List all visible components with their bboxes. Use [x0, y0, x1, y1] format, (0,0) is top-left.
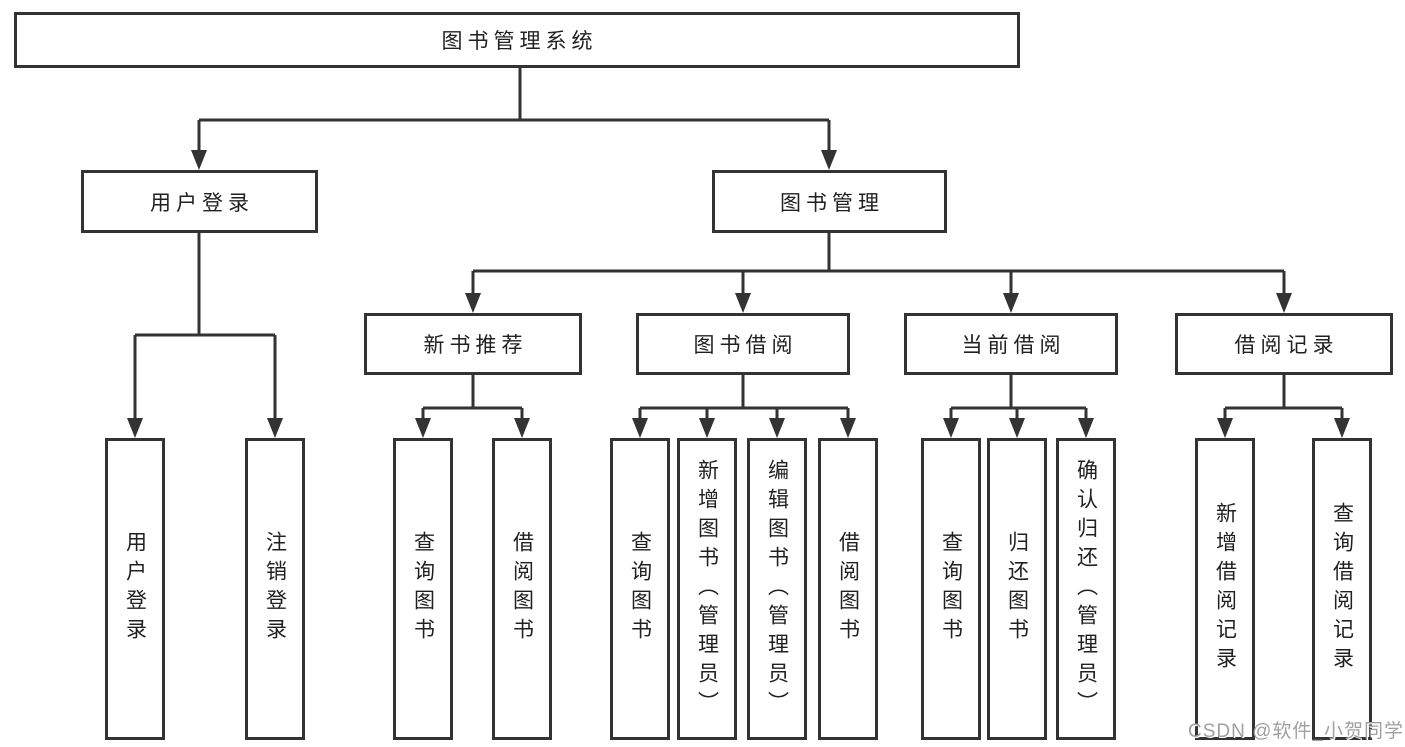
leaf-query-borrow-record: 查询借阅记录: [1312, 438, 1372, 740]
node-book-borrow: 图书借阅: [636, 313, 850, 375]
node-current-borrow: 当前借阅: [904, 313, 1118, 375]
leaf-user-login: 用户登录: [105, 438, 165, 740]
node-user-login: 用户登录: [81, 170, 318, 233]
csdn-watermark: CSDN @软件_小贺同学: [1188, 721, 1404, 742]
leaf-add-book-admin: 新增图书（管理员）: [677, 438, 737, 740]
leaf-query-book-recommend: 查询图书: [393, 438, 453, 740]
node-book-management: 图书管理: [712, 170, 947, 233]
node-new-book-recommend: 新书推荐: [364, 313, 582, 375]
leaf-query-book-borrow: 查询图书: [610, 438, 670, 740]
leaf-logout: 注销登录: [245, 438, 305, 740]
node-borrow-records: 借阅记录: [1175, 313, 1393, 375]
leaf-edit-book-admin: 编辑图书（管理员）: [747, 438, 807, 740]
leaf-add-borrow-record: 新增借阅记录: [1195, 438, 1255, 740]
leaf-confirm-return-admin: 确认归还（管理员）: [1056, 438, 1116, 740]
leaf-return-book: 归还图书: [987, 438, 1047, 740]
node-library-system: 图书管理系统: [14, 12, 1020, 68]
leaf-borrow-book-recommend: 借阅图书: [492, 438, 552, 740]
leaf-query-book-current: 查询图书: [921, 438, 981, 740]
leaf-borrow-book-borrow: 借阅图书: [818, 438, 878, 740]
